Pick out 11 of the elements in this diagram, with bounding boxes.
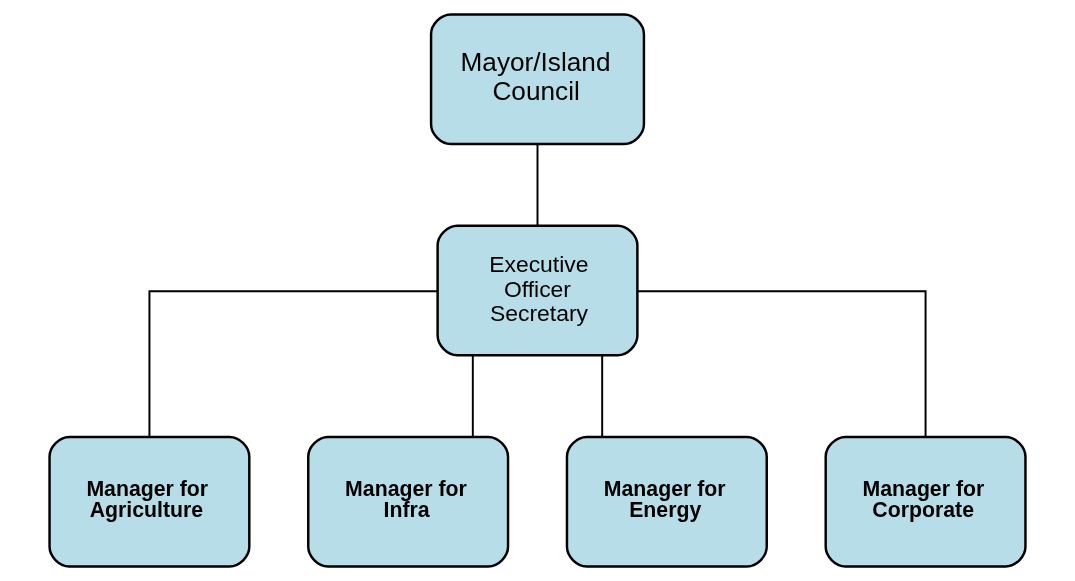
connector: [471, 354, 474, 438]
connector: [636, 290, 927, 438]
node-box: Executive Officer Secretary: [436, 224, 639, 357]
node-box: Manager for Corporate: [824, 435, 1027, 568]
node-box: Manager for Agriculture: [48, 435, 251, 568]
connector: [536, 143, 539, 227]
node-box: Manager for Infra: [307, 435, 510, 568]
node-box: Manager for Energy: [565, 435, 768, 568]
connector: [148, 290, 439, 438]
connector: [601, 354, 604, 438]
node-box: Mayor/Island Council: [429, 13, 646, 146]
